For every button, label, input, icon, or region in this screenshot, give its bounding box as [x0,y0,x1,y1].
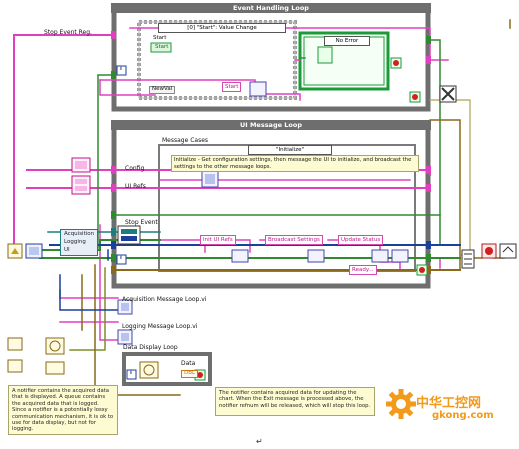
ui-message-loop-title: UI Message Loop [239,121,302,129]
merge-errors-node[interactable] [461,249,475,269]
dequeue-message-node[interactable] [117,225,141,245]
error-case-selector[interactable]: No Error [324,36,370,46]
register-events-node[interactable] [71,157,91,173]
data-indicator-terminal[interactable]: DBL [181,370,199,378]
new-queue-node[interactable] [45,361,65,375]
error-case-structure [298,31,390,91]
config-label: Config [125,165,145,172]
initialize-case-description: Initialize - Get configuration settings,… [171,155,419,173]
enum-item-acquisition: Acquisition [64,231,95,237]
ui-refs-bundle-node[interactable] [71,175,91,195]
acquisition-loop-vi-label: Acquisition Message Loop.vi [122,296,207,303]
loop-tunnels [111,31,431,274]
release-queue-node[interactable] [481,243,497,259]
ready-string[interactable]: Ready... [349,265,377,275]
init-ui-refs-string[interactable]: Init UI Refs [200,235,236,245]
enum-item-ui: UI [64,247,70,253]
iteration-icon-event: i [120,66,122,72]
message-cases-label: Message Cases [162,137,209,144]
obtain-queue-node[interactable] [7,359,23,373]
create-notifier-node[interactable] [7,337,23,351]
stop-terminal-error-case [390,57,402,69]
watermark-url-text: gkong.com [432,410,494,421]
iteration-terminal-display [126,369,137,380]
newval-terminal[interactable]: NewVal [149,86,176,94]
acquisition-loop-subvi-node[interactable] [117,299,133,315]
stop-terminal-message-loop [416,264,428,276]
iteration-icon-display: i [130,370,132,376]
data-display-loop-title: Data Display Loop [123,344,178,351]
data-indicator-label: Data [181,360,196,367]
message-loop-enum-constant[interactable]: Acquisition Logging UI [60,229,98,256]
create-queues-subvi-node[interactable] [25,243,43,259]
paragraph-mark: ↵ [256,437,263,446]
ui-refs-label: UI Refs [125,183,146,190]
enum-item-logging: Logging [64,239,86,245]
obtain-notifier-node[interactable] [45,337,65,355]
start-control-label: Start [153,35,167,41]
notifier-note-right: The notifier contains acquired data for … [215,387,375,416]
stop-event-label: Stop Event [125,219,158,226]
start-message-string[interactable]: Start [222,82,242,92]
ui-message-loop-frame [111,120,431,289]
stop-terminal-event-loop [409,91,421,103]
update-status-node[interactable] [371,249,389,263]
iteration-terminal-event [116,65,127,76]
update-status-string[interactable]: Update Status [338,235,384,245]
unregister-events-node[interactable] [439,85,457,103]
data-display-loop-frame [122,352,212,386]
event-case-selector[interactable]: [0] "Start": Value Change [158,23,286,33]
start-boolean-terminal[interactable] [150,42,172,53]
notifier-note-left: A notifier contains the acquired data th… [8,385,118,435]
message-case-selector[interactable]: "Initialize" [248,145,332,155]
broadcast-node[interactable] [307,249,325,263]
watermark-cn-text: 中华工控网 [416,396,482,411]
iteration-terminal-message [116,254,127,265]
iteration-icon-message: i [120,255,122,261]
event-handling-loop-title: Event Handling Loop [233,4,309,12]
notifier-wait-node[interactable] [139,361,159,379]
event-enqueue-node[interactable] [249,81,267,97]
broadcast-settings-string[interactable]: Broadcast Settings [265,235,323,245]
watermark-gear-icon [386,389,416,419]
read-config-subvi-node[interactable] [7,243,23,259]
logging-loop-subvi-node[interactable] [117,329,133,345]
error-in-terminal[interactable] [317,46,333,64]
enqueue-ui-node[interactable] [231,249,249,263]
logging-loop-vi-label: Logging Message Loop.vi [122,323,198,330]
status-output-node[interactable] [391,249,409,263]
simple-error-handler-node[interactable] [499,243,517,259]
stop-event-reg-label: Stop Event Reg. [44,29,92,36]
initialize-subvi-node[interactable] [201,170,219,188]
start-terminal-value: Start [155,44,169,50]
